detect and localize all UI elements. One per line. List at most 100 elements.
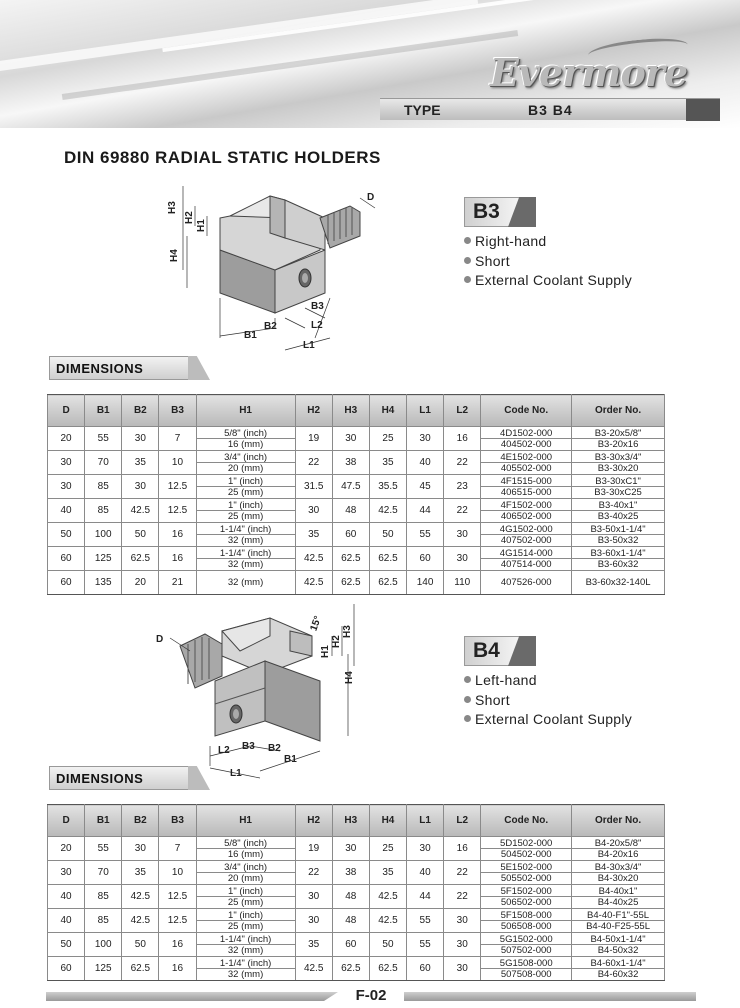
cell-line: B3-60x32 [597,558,639,570]
cell-l1: 60 [406,546,445,571]
cell-b3: 12.5 [158,908,197,933]
cell-l1: 60 [406,956,445,981]
cell-b2: 50 [121,522,160,547]
cell-line: B4-20x16 [597,848,639,860]
cell-l1: 55 [406,522,445,547]
dim-label-b2: B2 [268,743,281,754]
bullet-icon [464,276,471,283]
cell-l1: 40 [406,860,445,885]
cell-l2: 30 [443,956,482,981]
cell-line: 20 (mm) [227,462,264,474]
cell-h1: 1" (inch)25 (mm) [195,498,296,523]
cell-h3: 60 [331,932,370,957]
cell-line: 5F1502-000 [481,886,572,897]
cell-line: 404502-000 [500,438,552,450]
cell-l2: 16 [443,836,482,861]
cell-d: 30 [46,474,86,499]
cell-d: 20 [46,426,86,451]
cell-line: 507502-000 [500,944,552,956]
cell-h1: 1" (inch)25 (mm) [195,474,296,499]
cell-b3: 10 [158,860,197,885]
cell-d: 60 [46,570,86,595]
cell-d: 20 [46,836,86,861]
cell-order: B4-50x1-1/4"B4-50x32 [571,932,665,957]
cell-b1: 100 [84,932,123,957]
cell-h1: 1" (inch)25 (mm) [195,884,296,909]
cell-line: B3-30xC1" [572,476,664,487]
cell-h2: 42.5 [294,570,333,595]
cell-line: 25 (mm) [227,510,264,522]
cell-h1: 1-1/4" (inch)32 (mm) [195,522,296,547]
cell-h3: 62.5 [331,546,370,571]
column-header: D [46,394,86,427]
dim-label-h2: H2 [184,211,195,224]
dim-label-h4: H4 [344,671,355,684]
cell-line: B3-20x16 [597,438,639,450]
cell-line: B4-60x32 [597,968,639,980]
type-bar: TYPE B3 B4 [380,98,720,121]
b3-dimensions-label: DIMENSIONS [49,356,210,380]
cell-l2: 22 [443,860,482,885]
cell-b2: 50 [121,932,160,957]
cell-h2: 35 [294,522,333,547]
column-header: Order No. [571,394,665,427]
cell-b3: 12.5 [158,474,197,499]
cell-line: 407502-000 [500,534,552,546]
cell-h3: 38 [331,860,370,885]
type-bar-end [686,99,720,121]
cell-line: 4E1502-000 [481,452,572,463]
cell-b1: 100 [84,522,123,547]
cell-l1: 40 [406,450,445,475]
cell-b2: 35 [121,450,160,475]
cell-line: 506508-000 [500,920,552,932]
cell-line: 5/8" (inch) [196,838,295,849]
cell-line: 4D1502-000 [481,428,572,439]
banner-streak [61,30,519,100]
cell-order: B3-30xC1"B3-30xC25 [571,474,665,499]
b4-feature-list: Left-hand Short External Coolant Supply [464,672,632,731]
cell-line: 504502-000 [500,848,552,860]
cell-order: B4-20x5/8"B4-20x16 [571,836,665,861]
cell-h4: 62.5 [368,956,408,981]
cell-h4: 50 [368,932,408,957]
feature-item: External Coolant Supply [464,272,632,292]
cell-line: B3-50x32 [597,534,639,546]
cell-h2: 30 [294,908,333,933]
cell-h3: 30 [331,426,370,451]
cell-order: B4-30x3/4"B4-30x20 [571,860,665,885]
cell-order: B3-60x1-1/4"B3-60x32 [571,546,665,571]
dim-label-h2: H2 [331,635,342,648]
column-header: H1 [195,804,296,837]
cell-line: B3-50x1-1/4" [572,524,664,535]
cell-l1: 44 [406,498,445,523]
cell-d: 60 [46,546,86,571]
cell-line: 20 (mm) [227,872,264,884]
cell-l2: 30 [443,932,482,957]
cell-line: 3/4" (inch) [196,452,295,463]
cell-l1: 45 [406,474,445,499]
feature-item: External Coolant Supply [464,711,632,731]
page-title: DIN 69880 RADIAL STATIC HOLDERS [64,148,381,167]
cell-d: 30 [46,450,86,475]
cell-h2: 22 [294,450,333,475]
cell-line: 32 (mm) [227,577,264,588]
b3-feature-list: Right-hand Short External Coolant Supply [464,233,632,292]
column-header: B2 [121,394,160,427]
dim-label-b1: B1 [244,330,257,341]
cell-l2: 110 [443,570,482,595]
cell-l1: 30 [406,426,445,451]
dim-label-b3: B3 [242,741,255,752]
cell-l1: 55 [406,908,445,933]
cell-line: B3-60x32-140L [585,577,651,588]
